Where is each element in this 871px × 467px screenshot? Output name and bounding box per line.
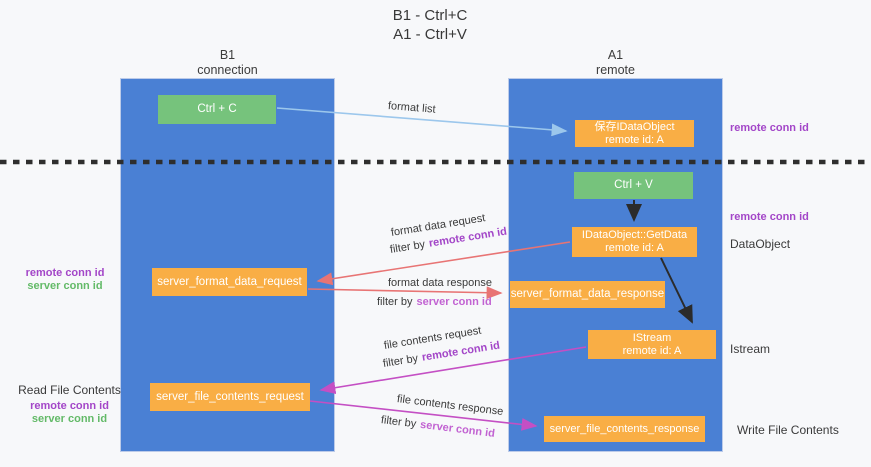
side-label-remote-conn-id-top: remote conn id [730,122,809,134]
node-ctrl-v: Ctrl + V [574,172,693,199]
node-server-file-contents-request: server_file_contents_request [150,383,310,411]
filter-by-text: filter by [382,352,419,370]
side-label-server-conn-id-left: server conn id [27,280,103,292]
node-istream-line2: remote id: A [622,344,682,357]
node-server-format-data-request: server_format_data_request [152,268,307,296]
side-label-remote-conn-id-mid: remote conn id [730,211,809,223]
filter-by-text: filter by [380,414,417,431]
node-ctrl-c: Ctrl + C [158,95,276,124]
server-conn-id-key: server conn id [419,418,496,440]
side-label-group-file: Read File Contents remote conn id server… [12,384,127,426]
node-idataobject-getdata-line2: remote id: A [605,242,664,254]
arrow-format-data-response [307,286,503,300]
node-save-idataobject-line1: 保存IDataObject [594,120,675,133]
side-label-remote-conn-id-left2: remote conn id [30,400,109,412]
node-save-idataobject: 保存IDataObject remote id: A [575,120,694,147]
diagram-title-line1: B1 - Ctrl+C [392,7,468,24]
lane-b1-name: B1 [219,48,236,62]
node-server-format-data-response: server_format_data_response [510,281,665,308]
side-label-read-file-contents: Read File Contents [18,383,121,397]
lane-header-b1: B1 connection [120,48,335,78]
node-server-file-contents-request-label: server_file_contents_request [156,390,304,403]
lane-a1-name: A1 [607,48,624,62]
side-label-dataobject: DataObject [730,237,791,251]
lane-a1-role: remote [596,63,635,77]
side-label-server-conn-id-left2: server conn id [31,413,108,425]
node-ctrl-v-label: Ctrl + V [614,179,653,191]
node-server-format-data-request-label: server_format_data_request [157,275,302,288]
edge-label-format-list: format list [387,100,437,116]
edge-label-file-contents-response: file contents response [396,393,504,418]
node-idataobject-getdata: IDataObject::GetData remote id: A [572,227,697,257]
lane-b1-role: connection [197,63,258,77]
diagram-title-line2: A1 - Ctrl+V [393,26,467,43]
node-istream: IStream remote id: A [588,330,716,359]
diagram-title: B1 - Ctrl+C A1 - Ctrl+V [340,6,520,44]
node-server-file-contents-response: server_file_contents_response [544,416,705,442]
node-istream-line1: IStream [632,331,672,344]
node-save-idataobject-line2: remote id: A [605,133,664,146]
side-label-istream: Istream [730,342,771,356]
node-server-format-data-response-label: server_format_data_response [510,288,665,300]
node-idataobject-getdata-line1: IDataObject::GetData [581,229,688,241]
server-conn-id-key: server conn id [416,296,492,308]
side-label-group-format: remote conn id server conn id [15,267,115,293]
filter-by-text: filter by [389,238,426,256]
filter-by-text: filter by [377,296,413,308]
node-ctrl-c-label: Ctrl + C [197,103,237,115]
node-server-file-contents-response-label: server_file_contents_response [549,422,700,435]
side-label-write-file-contents: Write File Contents [737,423,839,437]
side-label-remote-conn-id-left: remote conn id [25,267,105,279]
edge-label-format-data-response: format data response [388,277,492,289]
lane-header-a1: A1 remote [508,48,723,78]
